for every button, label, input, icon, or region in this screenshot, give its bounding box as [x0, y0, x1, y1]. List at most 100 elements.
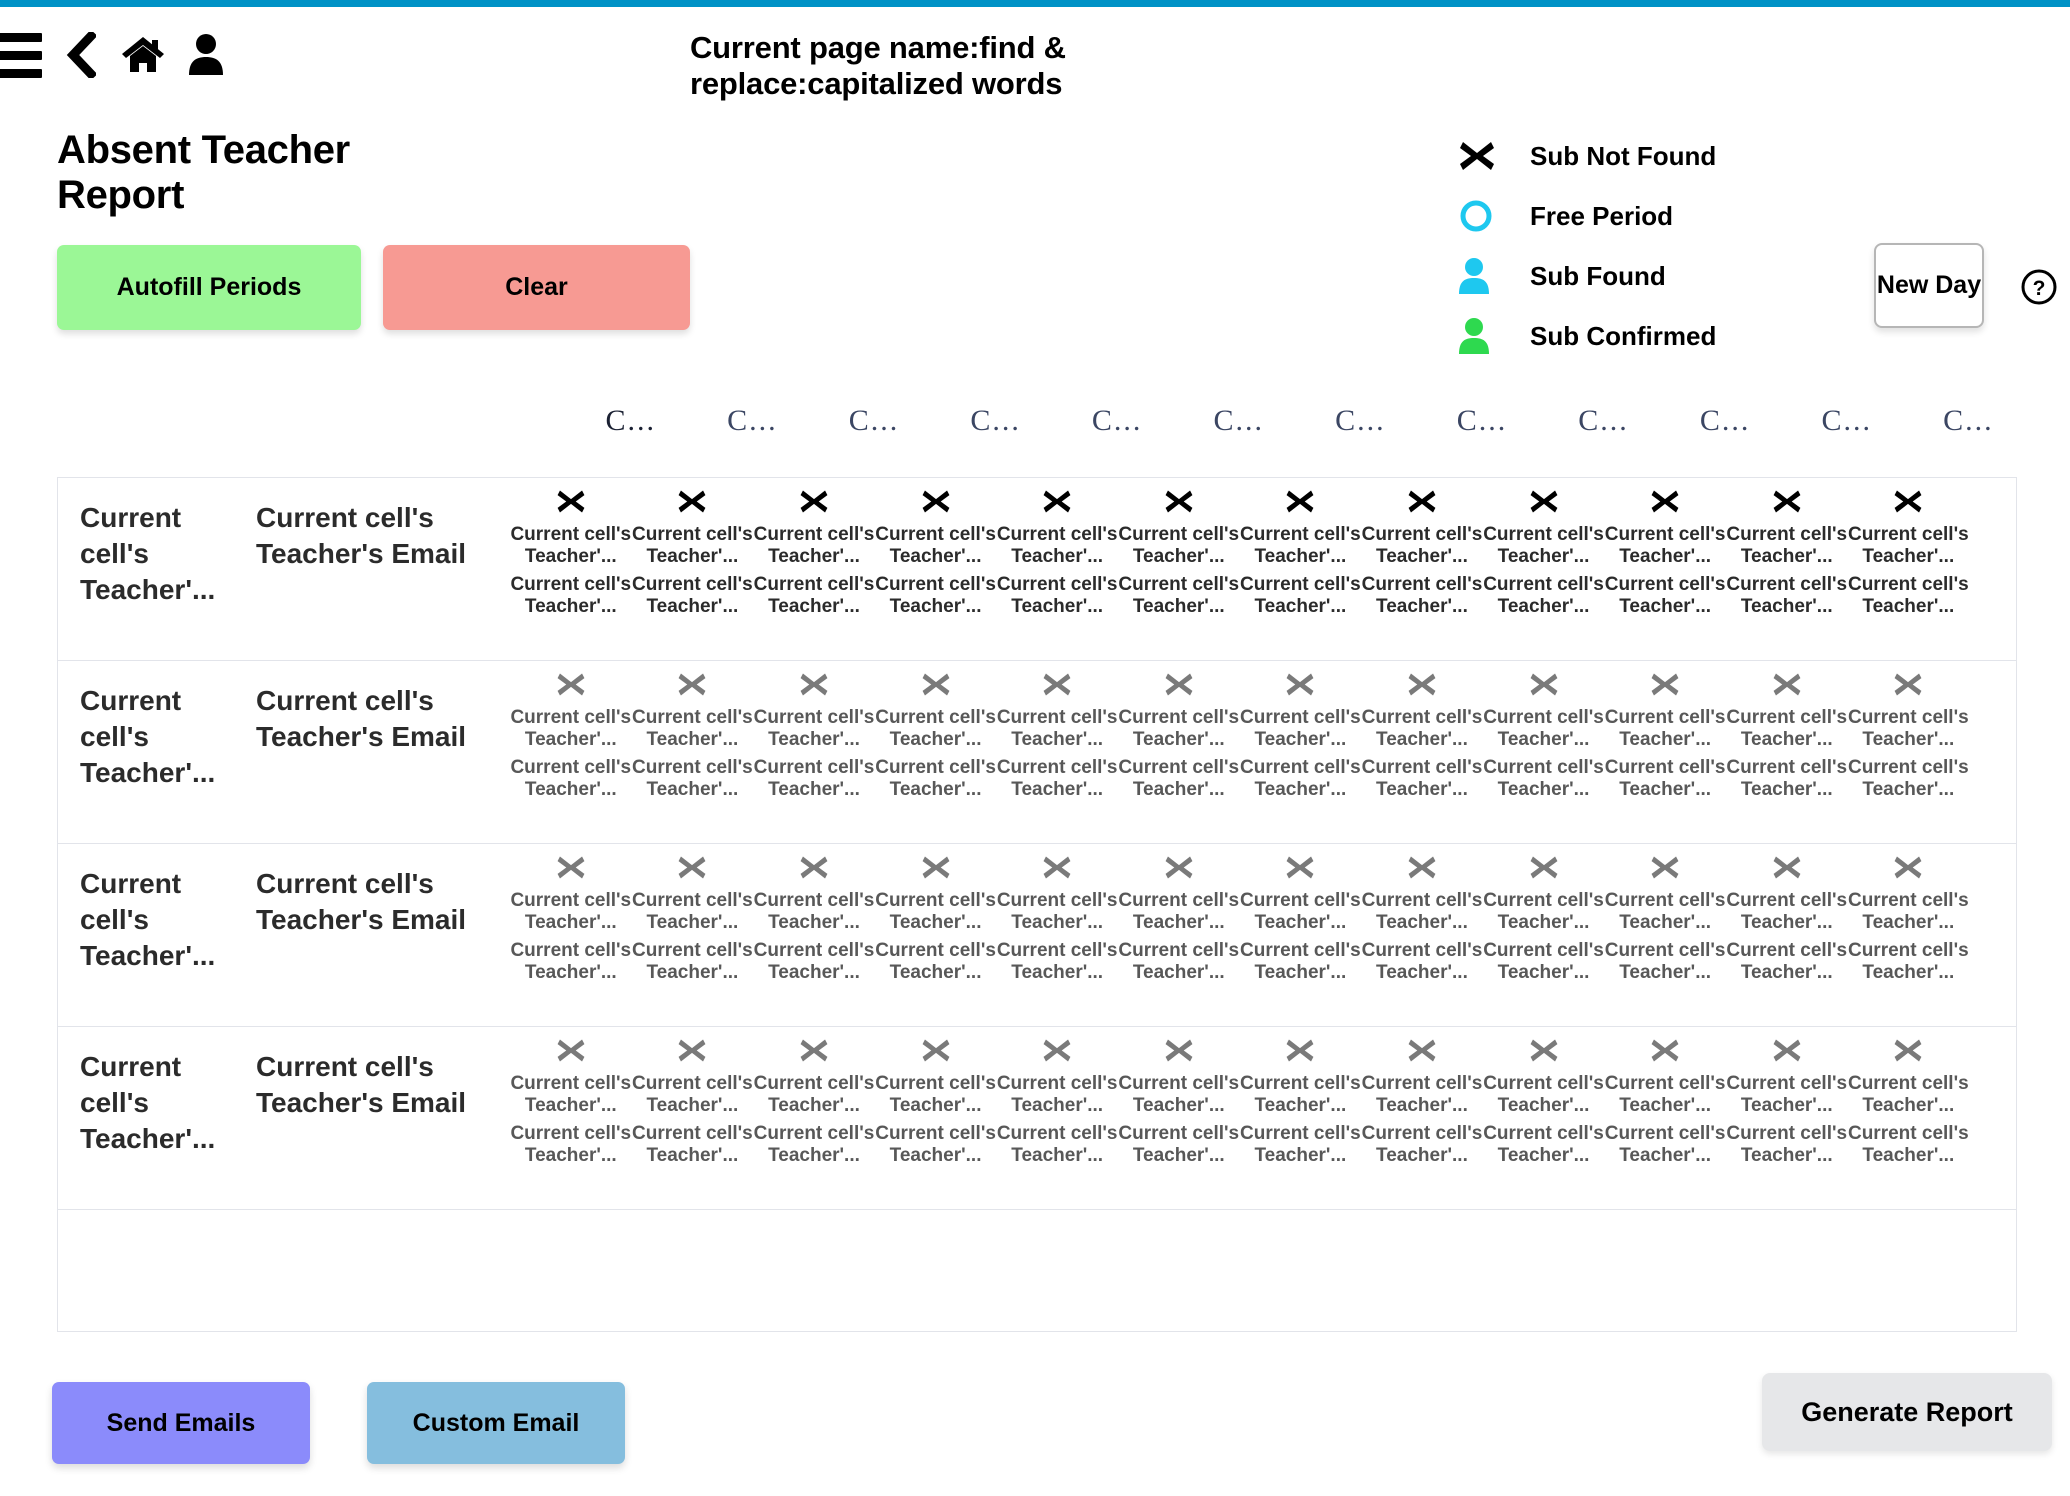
- x-mark-icon[interactable]: [1604, 1037, 1726, 1071]
- table-row[interactable]: Current cell's Teacher'... Current cell's…: [58, 661, 2016, 844]
- x-mark-icon[interactable]: [1726, 854, 1848, 888]
- period-cell[interactable]: Current cell's Teacher'...Current cell's…: [632, 844, 754, 1026]
- column-header[interactable]: C...: [1213, 404, 1265, 437]
- teacher-name-cell[interactable]: Current cell's Teacher'...: [80, 1051, 216, 1154]
- table-row[interactable]: Current cell's Teacher'... Current cell's…: [58, 844, 2016, 1027]
- x-mark-icon[interactable]: [1848, 671, 1970, 705]
- x-mark-icon[interactable]: [996, 671, 1118, 705]
- period-cell[interactable]: Current cell's Teacher'...Current cell's…: [1361, 661, 1483, 843]
- x-mark-icon[interactable]: [875, 488, 997, 522]
- x-mark-icon[interactable]: [1604, 854, 1726, 888]
- x-mark-icon[interactable]: [632, 1037, 754, 1071]
- x-mark-icon[interactable]: [1604, 488, 1726, 522]
- x-mark-icon[interactable]: [1118, 488, 1240, 522]
- period-cell[interactable]: Current cell's Teacher'...Current cell's…: [1726, 1027, 1848, 1209]
- x-mark-icon[interactable]: [1240, 488, 1362, 522]
- new-day-button[interactable]: New Day: [1874, 243, 1984, 328]
- period-cell[interactable]: Current cell's Teacher'...Current cell's…: [875, 1027, 997, 1209]
- teacher-email-cell[interactable]: Current cell's Teacher's Email: [256, 685, 467, 752]
- column-header[interactable]: C...: [1578, 404, 1629, 437]
- x-mark-icon[interactable]: [510, 1037, 632, 1071]
- absent-teacher-grid[interactable]: Current cell's Teacher'... Current cell's…: [57, 477, 2017, 1332]
- x-mark-icon[interactable]: [1483, 1037, 1605, 1071]
- x-mark-icon[interactable]: [1240, 854, 1362, 888]
- x-mark-icon[interactable]: [1483, 488, 1605, 522]
- x-mark-icon[interactable]: [875, 1037, 997, 1071]
- period-cell[interactable]: Current cell's Teacher'...Current cell's…: [1361, 478, 1483, 660]
- period-cell[interactable]: Current cell's Teacher'...Current cell's…: [1483, 1027, 1605, 1209]
- teacher-name-cell[interactable]: Current cell's Teacher'...: [80, 685, 216, 788]
- period-cell[interactable]: Current cell's Teacher'...Current cell's…: [632, 1027, 754, 1209]
- period-cell[interactable]: Current cell's Teacher'...Current cell's…: [1483, 844, 1605, 1026]
- teacher-email-cell[interactable]: Current cell's Teacher's Email: [256, 1051, 467, 1118]
- period-cell[interactable]: Current cell's Teacher'...Current cell's…: [875, 844, 997, 1026]
- x-mark-icon[interactable]: [996, 1037, 1118, 1071]
- column-header[interactable]: C...: [727, 404, 778, 437]
- period-cell[interactable]: Current cell's Teacher'...Current cell's…: [1361, 844, 1483, 1026]
- period-cell[interactable]: Current cell's Teacher'...Current cell's…: [510, 478, 632, 660]
- x-mark-icon[interactable]: [1361, 1037, 1483, 1071]
- x-mark-icon[interactable]: [996, 854, 1118, 888]
- help-question-icon[interactable]: ?: [2020, 268, 2058, 311]
- period-cell[interactable]: Current cell's Teacher'...Current cell's…: [632, 478, 754, 660]
- x-mark-icon[interactable]: [996, 488, 1118, 522]
- period-cell[interactable]: Current cell's Teacher'...Current cell's…: [1848, 1027, 1970, 1209]
- teacher-name-cell[interactable]: Current cell's Teacher'...: [80, 502, 216, 605]
- period-cell[interactable]: Current cell's Teacher'...Current cell's…: [510, 844, 632, 1026]
- teacher-name-cell[interactable]: Current cell's Teacher'...: [80, 868, 216, 971]
- x-mark-icon[interactable]: [1726, 671, 1848, 705]
- send-emails-button[interactable]: Send Emails: [52, 1382, 310, 1464]
- period-cell[interactable]: Current cell's Teacher'...Current cell's…: [996, 844, 1118, 1026]
- teacher-email-cell[interactable]: Current cell's Teacher's Email: [256, 502, 467, 569]
- teacher-email-cell[interactable]: Current cell's Teacher's Email: [256, 868, 467, 935]
- period-cell[interactable]: Current cell's Teacher'...Current cell's…: [1118, 1027, 1240, 1209]
- period-cell[interactable]: Current cell's Teacher'...Current cell's…: [1240, 844, 1362, 1026]
- period-cell[interactable]: Current cell's Teacher'...Current cell's…: [1240, 661, 1362, 843]
- x-mark-icon[interactable]: [1240, 1037, 1362, 1071]
- custom-email-button[interactable]: Custom Email: [367, 1382, 625, 1464]
- back-chevron-icon[interactable]: [64, 32, 96, 78]
- period-cell[interactable]: Current cell's Teacher'...Current cell's…: [875, 478, 997, 660]
- column-header[interactable]: C...: [1821, 404, 1872, 437]
- period-cell[interactable]: Current cell's Teacher'...Current cell's…: [632, 661, 754, 843]
- table-row[interactable]: Current cell's Teacher'... Current cell's…: [58, 478, 2016, 661]
- x-mark-icon[interactable]: [1118, 671, 1240, 705]
- column-header[interactable]: C...: [1943, 404, 1994, 437]
- x-mark-icon[interactable]: [1240, 671, 1362, 705]
- column-header[interactable]: C...: [848, 404, 900, 437]
- period-cell[interactable]: Current cell's Teacher'...Current cell's…: [1118, 478, 1240, 660]
- period-cell[interactable]: Current cell's Teacher'...Current cell's…: [1726, 478, 1848, 660]
- x-mark-icon[interactable]: [632, 854, 754, 888]
- period-cell[interactable]: Current cell's Teacher'...Current cell's…: [1604, 844, 1726, 1026]
- x-mark-icon[interactable]: [1361, 488, 1483, 522]
- period-cell[interactable]: Current cell's Teacher'...Current cell's…: [1604, 1027, 1726, 1209]
- period-cell[interactable]: Current cell's Teacher'...Current cell's…: [510, 661, 632, 843]
- x-mark-icon[interactable]: [1726, 488, 1848, 522]
- period-cell[interactable]: Current cell's Teacher'...Current cell's…: [1240, 478, 1362, 660]
- period-cell[interactable]: Current cell's Teacher'...Current cell's…: [1483, 478, 1605, 660]
- generate-report-button[interactable]: Generate Report: [1762, 1373, 2052, 1451]
- x-mark-icon[interactable]: [1848, 1037, 1970, 1071]
- period-cell[interactable]: Current cell's Teacher'...Current cell's…: [1118, 661, 1240, 843]
- period-cell[interactable]: Current cell's Teacher'...Current cell's…: [996, 661, 1118, 843]
- period-cell[interactable]: Current cell's Teacher'...Current cell's…: [1848, 478, 1970, 660]
- column-header[interactable]: C...: [1456, 404, 1508, 437]
- column-header[interactable]: C...: [605, 404, 657, 437]
- x-mark-icon[interactable]: [875, 671, 997, 705]
- period-cell[interactable]: Current cell's Teacher'...Current cell's…: [1604, 661, 1726, 843]
- x-mark-icon[interactable]: [1726, 1037, 1848, 1071]
- period-cell[interactable]: Current cell's Teacher'...Current cell's…: [1726, 661, 1848, 843]
- period-cell[interactable]: Current cell's Teacher'...Current cell's…: [875, 661, 997, 843]
- x-mark-icon[interactable]: [1604, 671, 1726, 705]
- period-cell[interactable]: Current cell's Teacher'...Current cell's…: [996, 478, 1118, 660]
- x-mark-icon[interactable]: [753, 671, 875, 705]
- x-mark-icon[interactable]: [1483, 671, 1605, 705]
- period-cell[interactable]: Current cell's Teacher'...Current cell's…: [1240, 1027, 1362, 1209]
- period-cell[interactable]: Current cell's Teacher'...Current cell's…: [753, 661, 875, 843]
- hamburger-menu-icon[interactable]: [0, 32, 42, 78]
- column-header[interactable]: C...: [970, 404, 1021, 437]
- column-header[interactable]: C...: [1335, 404, 1386, 437]
- x-mark-icon[interactable]: [753, 1037, 875, 1071]
- x-mark-icon[interactable]: [753, 488, 875, 522]
- x-mark-icon[interactable]: [510, 488, 632, 522]
